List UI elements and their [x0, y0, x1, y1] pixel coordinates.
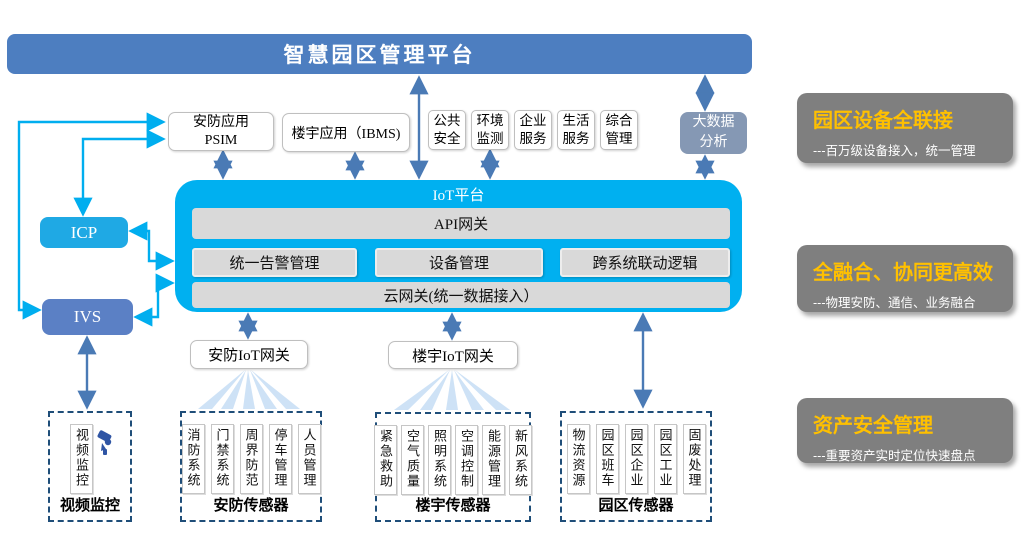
bigdata-line2: 分析: [699, 135, 728, 150]
icp-box: ICP: [40, 217, 128, 248]
video-surveillance-label: 视频监控: [59, 497, 120, 514]
benefit-title: 全融合、协同更高效: [813, 262, 993, 284]
sensor-item: 能源管理: [482, 425, 505, 495]
security-sensors-group: 消防系统 门禁系统 周界防范 停车管理 人员管理 安防传感器: [180, 411, 322, 522]
sensor-item: 周界防范: [239, 424, 263, 494]
benefit-panel-convergence: 全融合、协同更高效 ---物理安防、通信、业务融合: [797, 245, 1013, 312]
page-title: 智慧园区管理平台: [7, 34, 752, 74]
park-sensors-group: 物流资源 园区班车 园区企业 园区工业 固废处理 园区传感器: [560, 411, 712, 522]
sensor-item: 新风系统: [509, 425, 532, 495]
camera-icon: [97, 430, 112, 455]
connector-psim-ivs: [17, 112, 166, 320]
park-sensors-label: 园区传感器: [598, 497, 674, 514]
iot-platform: IoT平台 API网关 统一告警管理 设备管理 跨系统联动逻辑 云网关(统一数据…: [175, 180, 742, 312]
service-public-safety: 公共安全: [428, 110, 466, 150]
benefit-title: 园区设备全联接: [813, 110, 953, 132]
sensor-item: 人员管理: [297, 424, 321, 494]
benefit-desc: ---物理安防、通信、业务融合: [813, 296, 976, 310]
ivs-box: IVS: [42, 299, 133, 335]
sensor-item: 园区工业: [653, 424, 677, 494]
module-cross-system-linkage: 跨系统联动逻辑: [560, 248, 730, 277]
service-living: 生活服务: [557, 110, 595, 150]
connector-psim-icp: [73, 129, 166, 217]
security-gateway-fanout: [198, 370, 300, 409]
app-ibms: 楼宇应用（IBMS): [282, 113, 410, 152]
bigdata-analysis-box: 大数据 分析: [680, 112, 747, 154]
sensor-item: 固废处理: [682, 424, 706, 494]
sensor-item: 消防系统: [181, 424, 205, 494]
benefit-panel-device-connection: 园区设备全联接 ---百万级设备接入，统一管理: [797, 93, 1013, 163]
module-device-management: 设备管理: [375, 248, 543, 277]
security-sensors-label: 安防传感器: [213, 497, 289, 514]
sensor-item: 园区企业: [624, 424, 648, 494]
bigdata-line1: 大数据: [692, 115, 735, 131]
service-enterprise: 企业服务: [514, 110, 552, 150]
security-iot-gateway: 安防IoT网关: [190, 340, 308, 369]
benefit-desc: ---百万级设备接入，统一管理: [813, 144, 976, 158]
video-surveillance-group: 视频监控 视频监控: [48, 411, 132, 522]
sensor-item: 空调控制: [455, 425, 478, 495]
benefit-panel-asset-security: 资产安全管理 ---重要资产实时定位快速盘点: [797, 398, 1013, 463]
building-sensors-group: 紧急救助 空气质量 照明系统 空调控制 能源管理 新风系统 楼宇传感器: [374, 412, 532, 522]
sensor-item: 空气质量: [401, 425, 424, 495]
cloud-gateway-bar: 云网关(统一数据接入）: [192, 282, 730, 308]
sensor-item: 物流资源: [566, 424, 590, 494]
service-env-monitoring: 环境监测: [471, 110, 509, 150]
app-psim-line1: 安防应用: [193, 115, 249, 130]
sensor-item: 紧急救助: [374, 425, 397, 495]
benefit-title: 资产安全管理: [813, 415, 933, 437]
sensor-item: 园区班车: [595, 424, 619, 494]
building-gateway-fanout: [394, 370, 510, 410]
sensor-item: 门禁系统: [210, 424, 234, 494]
video-surveillance-item: 视频监控: [70, 424, 93, 494]
benefit-desc: ---重要资产实时定位快速盘点: [813, 449, 976, 463]
module-alarm-management: 统一告警管理: [192, 248, 357, 277]
iot-platform-title: IoT平台: [432, 188, 485, 204]
connector-ivs-platform: [133, 273, 175, 327]
sensor-item: 停车管理: [268, 424, 292, 494]
app-psim-line2: PSIM: [204, 132, 238, 148]
building-sensors-label: 楼宇传感器: [415, 497, 491, 514]
api-gateway-bar: API网关: [192, 208, 730, 239]
sensor-item: 照明系统: [428, 425, 451, 495]
connector-icp-platform: [128, 221, 175, 271]
app-psim: 安防应用 PSIM: [168, 112, 274, 151]
service-comprehensive: 综合管理: [600, 110, 638, 150]
building-iot-gateway: 楼宇IoT网关: [388, 341, 518, 369]
